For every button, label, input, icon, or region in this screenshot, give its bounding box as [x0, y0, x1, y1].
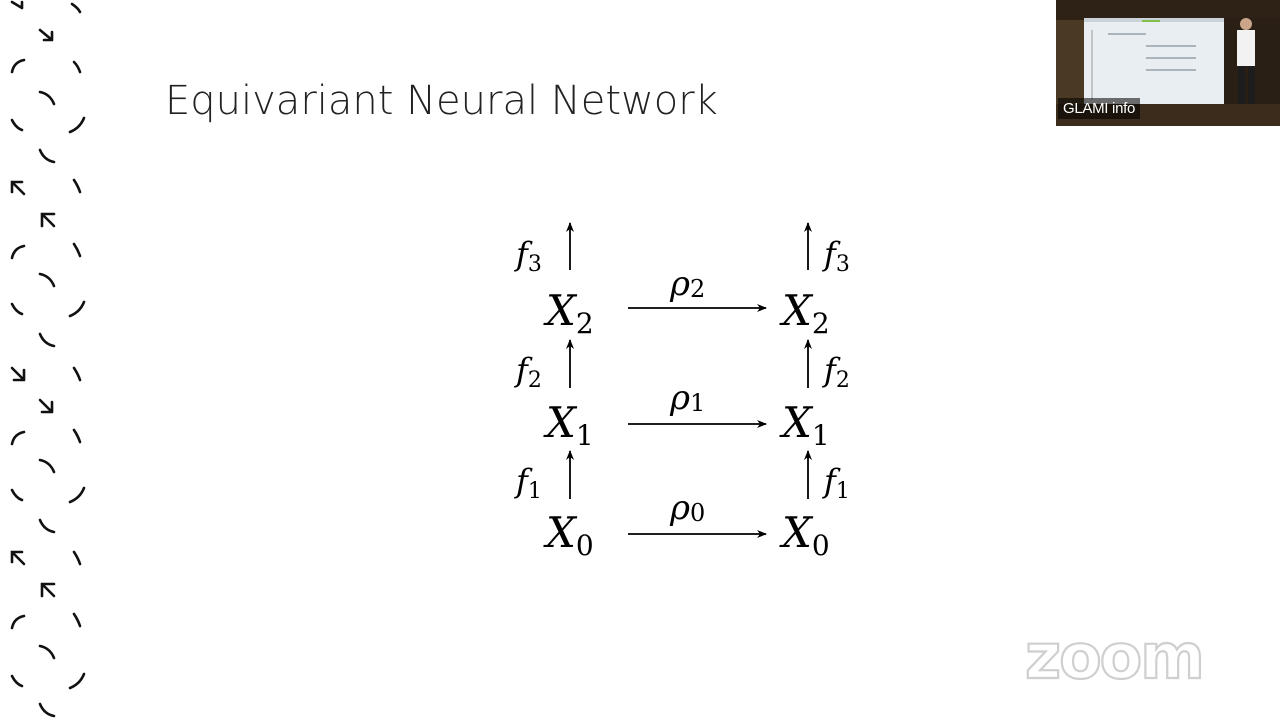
label-f3-right: f3	[822, 235, 850, 277]
label-f1-right: f1	[822, 462, 850, 504]
node-x0-right: X0	[779, 508, 830, 562]
zoom-watermark: zoom	[1025, 626, 1206, 686]
label-rho0: ρ0	[669, 488, 705, 528]
node-x0-left: X0	[543, 508, 594, 562]
node-x2-right: X2	[779, 286, 830, 340]
slide-title: Equivariant Neural Network	[165, 78, 718, 124]
node-x1-left: X1	[543, 398, 594, 452]
label-f2-right: f2	[822, 351, 850, 393]
node-x1-right: X1	[779, 398, 830, 452]
label-rho1: ρ1	[669, 378, 705, 418]
svg-text:zoom: zoom	[1025, 626, 1203, 686]
label-f2-left: f2	[514, 351, 542, 393]
participant-name-label: GLAMI info	[1058, 98, 1141, 119]
label-f1-left: f1	[514, 462, 542, 504]
label-f3-left: f3	[514, 235, 542, 277]
node-x2-left: X2	[543, 286, 594, 340]
decorative-side-pattern	[10, 0, 86, 718]
commutative-diagram: f3 f2 f1 f3 f2 f1 X2 X1 X0 X2 X1 X0 ρ2 ρ…	[514, 222, 850, 562]
label-rho2: ρ2	[669, 264, 705, 304]
